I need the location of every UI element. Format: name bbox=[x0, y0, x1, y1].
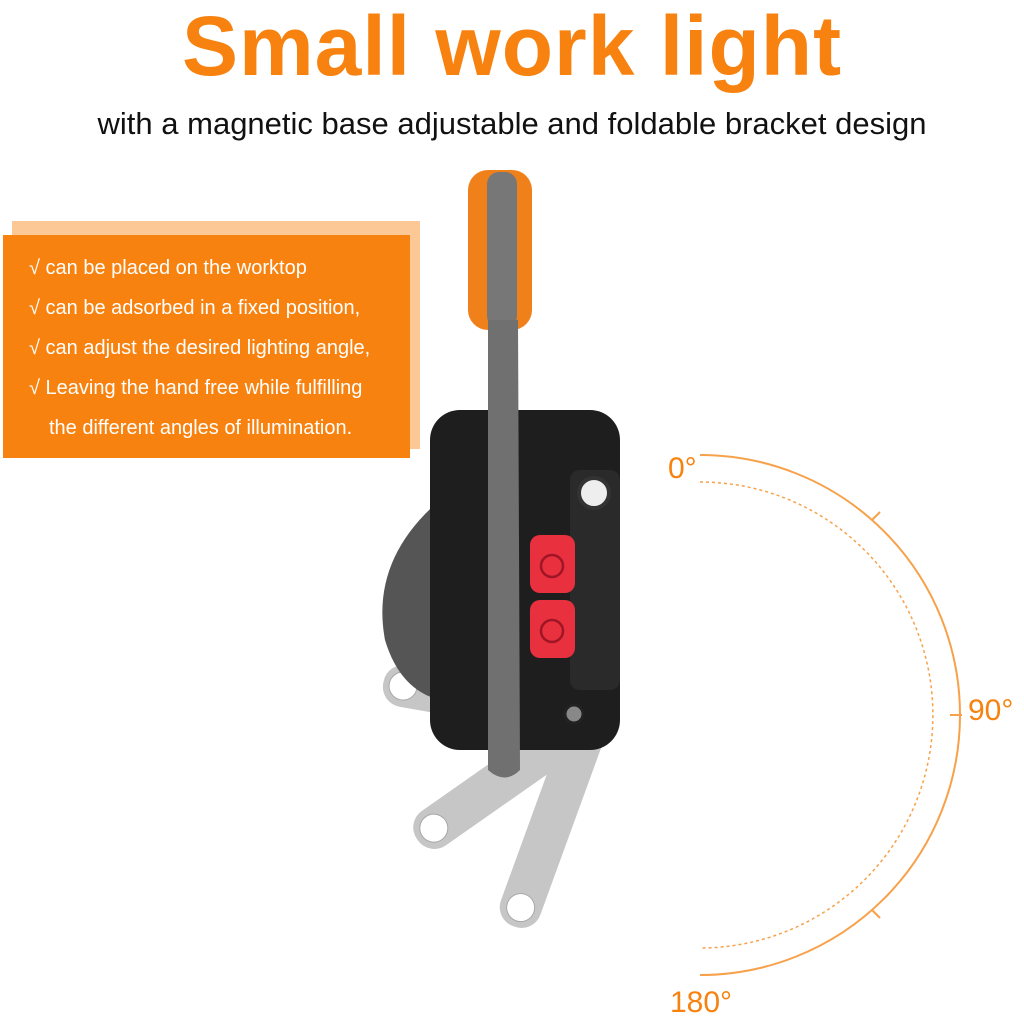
power-button-2[interactable] bbox=[530, 600, 575, 658]
angle-label-90: 90° bbox=[968, 694, 1014, 727]
page-title: Small work light bbox=[181, 0, 843, 93]
power-button-1[interactable] bbox=[530, 535, 575, 593]
page-subtitle: with a magnetic base adjustable and fold… bbox=[97, 106, 927, 141]
lens-dome bbox=[382, 500, 440, 700]
angle-label-0: 0° bbox=[668, 452, 697, 485]
bracket bbox=[488, 320, 520, 778]
feature-item: √ can adjust the desired lighting angle, bbox=[29, 337, 371, 359]
angle-label-180: 180° bbox=[670, 986, 733, 1019]
angle-arc bbox=[699, 454, 961, 976]
feature-item: √ can be adsorbed in a fixed position, bbox=[29, 297, 361, 319]
angle-arc-dashed bbox=[699, 481, 934, 949]
feature-item: √ can be placed on the worktop bbox=[29, 257, 307, 279]
feature-item: √ Leaving the hand free while fulfilling bbox=[29, 377, 363, 399]
feature-box: √ can be placed on the worktop √ can be … bbox=[3, 235, 410, 458]
feature-item: the different angles of illumination. bbox=[49, 417, 353, 439]
